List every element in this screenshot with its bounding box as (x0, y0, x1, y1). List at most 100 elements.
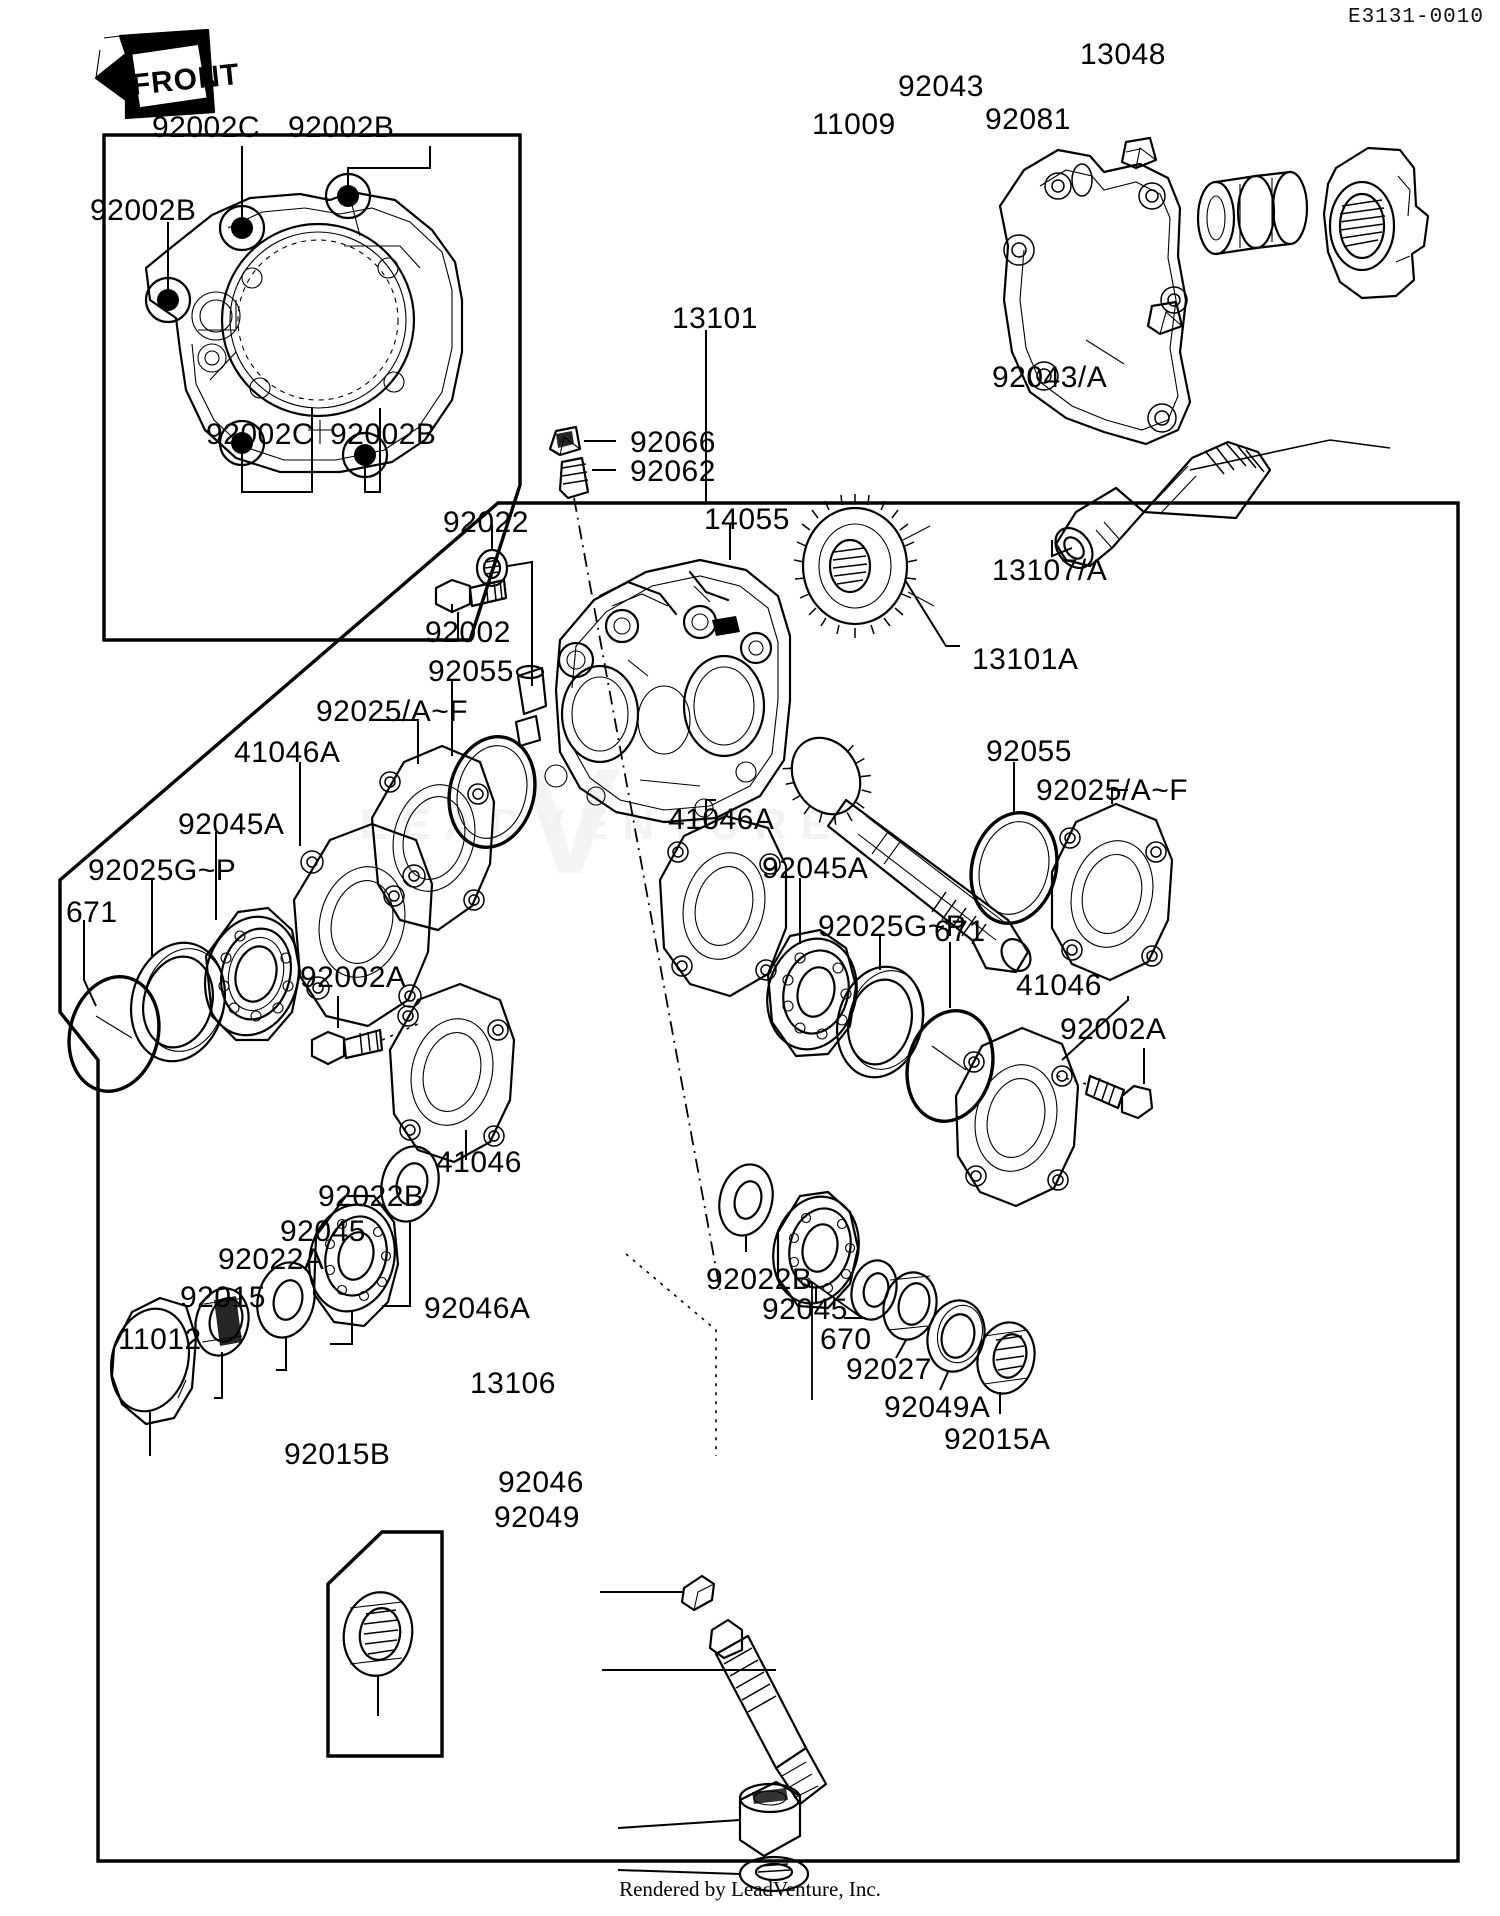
bushing-92046 (617, 1780, 802, 1858)
washer-92022B-left (380, 1145, 440, 1307)
callout-92049: 92049 (494, 1501, 580, 1534)
callout-13048: 13048 (1080, 38, 1166, 71)
pinion-shaft (782, 736, 1032, 974)
plug-92043a (1146, 300, 1184, 336)
callout-92015: 92015 (180, 1281, 266, 1314)
seal-92049 (617, 1855, 810, 1893)
callout-92025GP-left: 92025G~P (88, 854, 237, 887)
callout-92025AF-right: 92025/A~F (1036, 774, 1189, 807)
plug-92043 (1120, 136, 1158, 170)
callout-92022B-right: 92022B (706, 1263, 813, 1296)
bearing-92045A-left (203, 832, 302, 1042)
callout-92025AF-left: 92025/A~F (316, 695, 469, 728)
callout-41046A-left: 41046A (234, 736, 341, 769)
seal-92025GP-left (129, 878, 227, 1063)
callout-92027: 92027 (846, 1353, 932, 1386)
nut-92015 (194, 1287, 250, 1399)
gearcase-14055 (514, 558, 792, 824)
callout-92002: 92002 (425, 616, 511, 649)
callout-13106: 13106 (470, 1367, 556, 1400)
callout-92046: 92046 (498, 1466, 584, 1499)
callout-92046A: 92046A (424, 1292, 531, 1325)
oring-671-right (905, 942, 995, 1123)
part-92066 (548, 425, 616, 457)
callout-92002C-bottom: 92002C (206, 418, 315, 451)
part-92062 (558, 456, 616, 500)
callout-671-right: 671 (934, 915, 986, 948)
housing-41046-right (954, 996, 1129, 1208)
bolt-92002A-right (1057, 1048, 1154, 1120)
callout-92066: 92066 (630, 426, 716, 459)
housing-41046-left (388, 982, 516, 1164)
callout-92081: 92081 (985, 103, 1071, 136)
ring-gear-13101A (793, 494, 935, 638)
oring-92055-left (447, 680, 537, 849)
leader-13101A (904, 579, 960, 647)
callout-14055: 14055 (704, 503, 790, 536)
oring-671-left (67, 920, 161, 1093)
callout-92022A: 92022A (218, 1243, 325, 1276)
drawing-code: E3131-0010 (1347, 6, 1484, 29)
main-panel-outline (58, 501, 1460, 1863)
bearing-92045-right (772, 1190, 860, 1310)
callout-41046A-right: 41046A (668, 803, 775, 836)
callout-13107A: 13107/A (992, 554, 1108, 587)
callout-92045A-left: 92045A (178, 808, 285, 841)
callout-92055-left: 92055 (428, 655, 514, 688)
callout-92002A-left: 92002A (300, 961, 407, 994)
callout-92045-left: 92045 (280, 1215, 366, 1248)
housing-41046A-right (658, 799, 788, 998)
inset-case-box (102, 133, 522, 642)
bearing-92045A-right (766, 878, 858, 1058)
axis-shift-rod (573, 497, 721, 1291)
callout-92055-right: 92055 (986, 735, 1072, 768)
callout-92043A: 92043/A (992, 361, 1108, 394)
callout-11012: 11012 (118, 1323, 202, 1356)
callout-92015A: 92015A (944, 1423, 1051, 1456)
seal-92049A (926, 1299, 986, 1391)
front-arrow-icon: FRONT (94, 28, 241, 120)
nut-92015A (976, 1321, 1036, 1414)
washer-92022 (475, 524, 533, 686)
footer-credit: Rendered by LeadVenture, Inc. (619, 1877, 881, 1901)
callout-92049A: 92049A (884, 1391, 991, 1424)
callout-92002B-left: 92002B (90, 194, 197, 227)
inset-92015B-box (326, 1530, 444, 1758)
callout-671-left: 671 (66, 896, 118, 929)
callout-92015B: 92015B (284, 1438, 391, 1471)
callout-13101: 13101 (672, 302, 758, 335)
construction-line-a (625, 1253, 717, 1456)
callout-92025GP-right: 92025G~P (818, 910, 967, 943)
callout-92002B-bottom: 92002B (330, 418, 437, 451)
callout-92045-right: 92045 (762, 1293, 848, 1326)
callout-92062: 92062 (630, 455, 716, 488)
cap-11012 (109, 1296, 198, 1456)
gear-teeth (793, 494, 918, 638)
callout-41046-right: 41046 (1016, 969, 1102, 1002)
gasket-92025AF-left (370, 719, 496, 932)
callout-13101A: 13101A (972, 643, 1079, 676)
bearing-92045-left (308, 1194, 400, 1345)
bolt-92002A-left (310, 996, 419, 1066)
callout-92002A-right: 92002A (1060, 1013, 1167, 1046)
washer-92022A (256, 1261, 316, 1371)
construction-line-b (811, 1280, 863, 1400)
spring-92081 (1196, 170, 1309, 256)
spline-hatch (1338, 199, 1386, 247)
yoke-13048 (1322, 146, 1430, 300)
callout-92002B-top: 92002B (288, 111, 395, 144)
callout-670: 670 (820, 1323, 872, 1356)
gasket-11009 (998, 148, 1192, 446)
callout-92022: 92022 (443, 506, 529, 539)
callout-92045A-right: 92045A (762, 852, 869, 885)
oring-670 (844, 1259, 898, 1321)
callout-92043: 92043 (898, 70, 984, 103)
nut-92015B (342, 1591, 414, 1716)
washer-92022B-right (718, 1163, 774, 1252)
callout-92022B-left: 92022B (318, 1180, 425, 1213)
gasket-92025AF-right (1050, 789, 1174, 982)
callout-41046-left: 41046 (436, 1146, 522, 1179)
collar-92027 (882, 1271, 938, 1359)
